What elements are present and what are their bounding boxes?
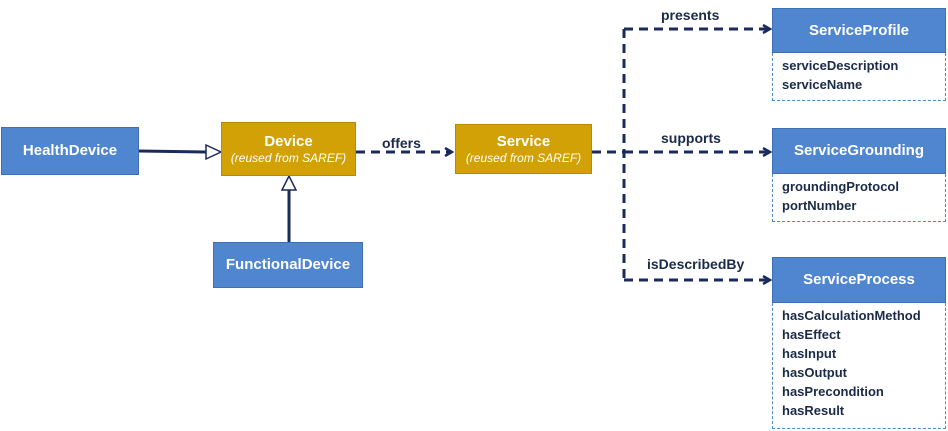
device-title: Device (264, 132, 313, 150)
healthdevice-title: HealthDevice (22, 142, 118, 159)
device-subtitle: (reused from SAREF) (230, 150, 347, 165)
offers-label: offers (382, 135, 421, 151)
attribute-item: hasPrecondition (782, 384, 884, 399)
isdescribedby-label: isDescribedBy (647, 256, 745, 272)
servicegrounding-node: ServiceGrounding (772, 128, 946, 174)
attribute-item: portNumber (782, 198, 857, 213)
supports-label: supports (661, 130, 721, 146)
serviceprocess-node: ServiceProcess (772, 257, 946, 303)
serviceprofile-node: ServiceProfile (772, 8, 946, 53)
device-node: Device (reused from SAREF) (221, 122, 356, 176)
service-title: Service (496, 132, 551, 150)
subclass-edge-healthdevice (138, 149, 207, 154)
servicegrounding-title: ServiceGrounding (793, 142, 925, 159)
attribute-item: hasResult (782, 403, 845, 418)
serviceprocess-attributes: hasCalculationMethod hasEffect hasInput … (772, 303, 946, 429)
attribute-item: hasOutput (782, 365, 847, 380)
attribute-item: groundingProtocol (782, 179, 899, 194)
service-node: Service (reused from SAREF) (455, 124, 592, 174)
subclass-arrowhead-healthdevice (205, 143, 223, 161)
serviceprocess-title: ServiceProcess (803, 271, 915, 288)
attribute-item: hasEffect (782, 327, 841, 342)
attribute-item: hasInput (782, 346, 837, 361)
attribute-item: serviceName (782, 77, 863, 92)
servicegrounding-attributes: groundingProtocol portNumber (772, 174, 946, 222)
presents-label: presents (661, 7, 720, 23)
attribute-item: hasCalculationMethod (782, 308, 921, 323)
functionaldevice-title: FunctionalDevice (225, 256, 351, 273)
healthdevice-node: HealthDevice (1, 127, 139, 175)
serviceprofile-attributes: serviceDescription serviceName (772, 53, 946, 101)
service-subtitle: (reused from SAREF) (465, 150, 582, 165)
functionaldevice-node: FunctionalDevice (213, 242, 363, 288)
subclass-arrowhead-functionaldevice (280, 174, 298, 191)
attribute-item: serviceDescription (782, 58, 899, 73)
serviceprofile-title: ServiceProfile (808, 21, 910, 39)
